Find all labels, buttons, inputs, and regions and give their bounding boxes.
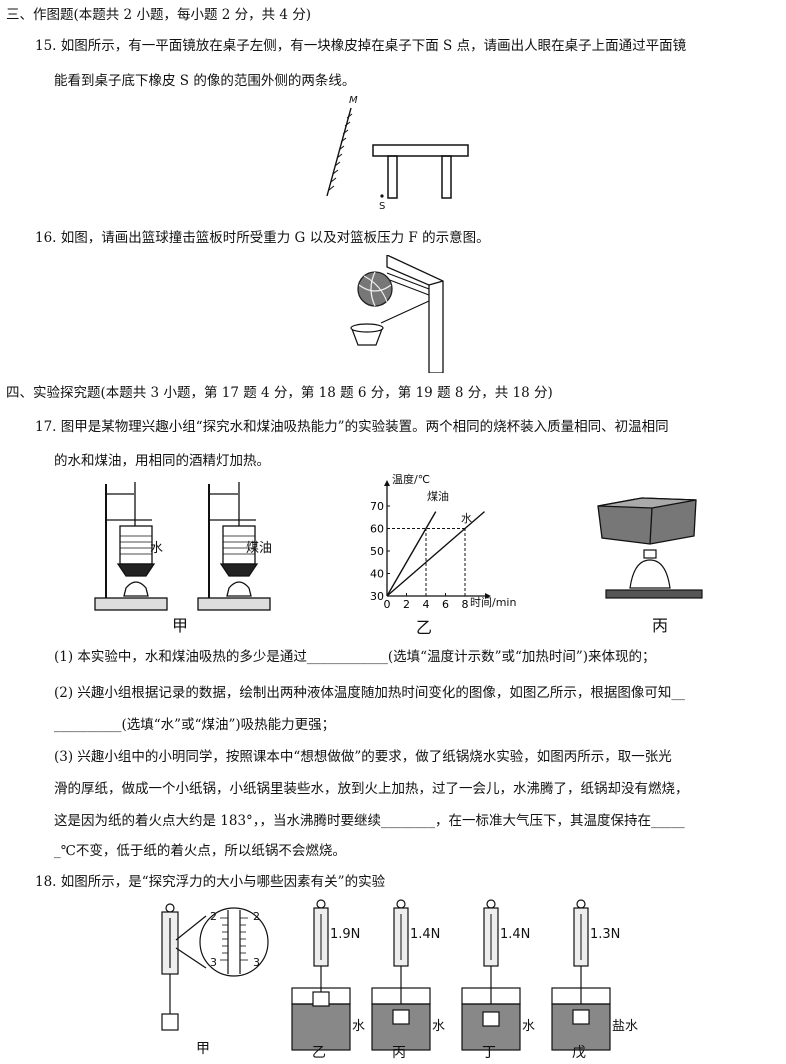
scale-hook: [316, 899, 326, 909]
caption-bing: 丙: [652, 616, 669, 635]
x-tick-label: 2: [403, 598, 410, 610]
chart-ylabel: 温度/℃: [392, 473, 431, 486]
beaker-top: [461, 987, 521, 1005]
caption-yi: 乙: [416, 618, 433, 637]
chart-xlabel: 时间/min: [470, 596, 517, 609]
fig-bing-paper-pot: [597, 497, 703, 599]
scale-tick-2-left: 2: [210, 910, 217, 923]
paper-pot: [597, 497, 697, 545]
scale-hook: [396, 899, 406, 909]
q17-p1: (1) 本实验中，水和煤油吸热的多少是通过____________(选填“温度计…: [54, 649, 656, 665]
basketball-net: [350, 323, 384, 346]
beaker-top: [371, 987, 431, 1005]
series-line-kerosene: [386, 511, 437, 597]
series-label-water: 水: [461, 512, 472, 525]
y-tick-label: 40: [370, 568, 384, 581]
panel-caption: 乙: [312, 1045, 326, 1061]
x-tick-label: 6: [442, 598, 449, 610]
q18-line1: 18. 如图所示，是“探究浮力的大小与哪些因素有关”的实验: [35, 874, 386, 890]
panel-caption: 丁: [482, 1045, 496, 1061]
scale-reading: 1.4N: [500, 927, 531, 942]
y-axis-arrow: [384, 480, 390, 486]
metal-block: [392, 1009, 410, 1025]
scale-tick-2-right: 2: [253, 910, 260, 923]
fig-jia-apparatus: [94, 482, 271, 611]
y-tick-label: 30: [370, 590, 384, 603]
liquid: [461, 1003, 521, 1051]
alcohol-lamp: [605, 549, 703, 599]
q17-p3b: 滑的厚纸，做成一个小纸锅，小纸锅里装些水，放到火上加热，过了一会儿，水沸腾了，纸…: [54, 781, 689, 797]
panel-caption: 戊: [572, 1045, 586, 1061]
liquid: [291, 1003, 351, 1051]
x-tick-label: 8: [462, 598, 469, 610]
immersion-panel: [371, 899, 431, 1051]
x-tick-label: 4: [423, 598, 430, 610]
y-tick-label: 50: [370, 545, 384, 558]
scale-tick-3-left: 3: [210, 956, 217, 969]
section4-heading: 四、实验探究题(本题共 3 小题，第 17 题 4 分，第 18 题 6 分，第…: [6, 385, 553, 401]
panel-caption: 丙: [392, 1045, 406, 1061]
scale-tick-3-right: 3: [253, 956, 260, 969]
x-tick-label: 0: [384, 598, 391, 610]
y-tick-label: 70: [370, 500, 384, 513]
scale-hook: [486, 899, 496, 909]
metal-block: [572, 1009, 590, 1025]
immersion-panel: [461, 899, 521, 1051]
caption-jia: 甲: [172, 616, 189, 635]
immersion-panel: [551, 899, 611, 1051]
plane-mirror: [326, 107, 352, 197]
q17-line1: 17. 图甲是某物理兴趣小组“探究水和煤油吸热能力”的实验装置。两个相同的烧杯装…: [35, 419, 669, 435]
basketball: [357, 271, 393, 307]
scale-hook: [576, 899, 586, 909]
immersion-panel: [291, 899, 351, 1051]
stand-oil: [197, 482, 271, 611]
label-kerosene: 煤油: [246, 541, 273, 556]
beaker-top: [551, 987, 611, 1005]
backboard: [386, 255, 444, 373]
q18-caption-jia: 甲: [196, 1041, 210, 1057]
hoop-support: [380, 272, 430, 324]
q18-fig-jia: [161, 903, 269, 1031]
q17-p2b: __________(选填“水”或“煤油”)吸热能力更强；: [54, 717, 336, 733]
label-water: 水: [150, 541, 164, 556]
metal-block: [312, 991, 330, 1007]
liquid-label: 水: [352, 1019, 366, 1034]
point-label-s: S: [379, 201, 386, 212]
spring-scale: [161, 903, 179, 1031]
q17-p3a: (3) 兴趣小组中的小明同学，按照课本中“想想做做”的要求，做了纸锅烧水实验，如…: [54, 749, 672, 765]
magnifier: [175, 907, 269, 977]
eraser-point-s: [380, 194, 384, 198]
scale-reading: 1.4N: [410, 927, 441, 942]
x-axis-arrow: [485, 593, 491, 599]
section3-heading: 三、作图题(本题共 2 小题，每小题 2 分，共 4 分): [6, 7, 312, 23]
scale-reading: 1.9N: [330, 927, 361, 942]
liquid-label: 水: [432, 1019, 446, 1034]
table: [372, 144, 469, 199]
series-label-kerosene: 煤油: [427, 490, 449, 503]
q17-p2a: (2) 兴趣小组根据记录的数据，绘制出两种液体温度随加热时间变化的图像，如图乙所…: [54, 685, 685, 701]
q15-mirror-table-figure: [326, 107, 469, 199]
mirror-label-m: M: [349, 95, 358, 106]
stand-water: [94, 482, 168, 611]
q15-line1: 15. 如图所示，有一平面镜放在桌子左侧，有一块橡皮掉在桌子下面 S 点，请画出…: [35, 38, 687, 54]
liquid-label: 盐水: [612, 1019, 639, 1034]
y-tick-label: 60: [370, 523, 384, 536]
q17-line2: 的水和煤油，用相同的酒精灯加热。: [54, 453, 270, 469]
q17-p3d: _℃不变，低于纸的着火点，所以纸锅不会燃烧。: [54, 843, 346, 859]
series-line-water: [386, 511, 485, 597]
scale-reading: 1.3N: [590, 927, 621, 942]
q16-basketball-figure: [350, 255, 444, 373]
q15-line2: 能看到桌子底下橡皮 S 的像的范围外侧的两条线。: [54, 73, 356, 89]
q16-line1: 16. 如图，请画出篮球撞击篮板时所受重力 G 以及对篮板压力 F 的示意图。: [35, 230, 490, 246]
liquid-label: 水: [522, 1019, 536, 1034]
q17-p3c: 这是因为纸的着火点大约是 183°，，当水沸腾时要继续________，在一标准…: [54, 813, 685, 829]
metal-block: [482, 1011, 500, 1027]
